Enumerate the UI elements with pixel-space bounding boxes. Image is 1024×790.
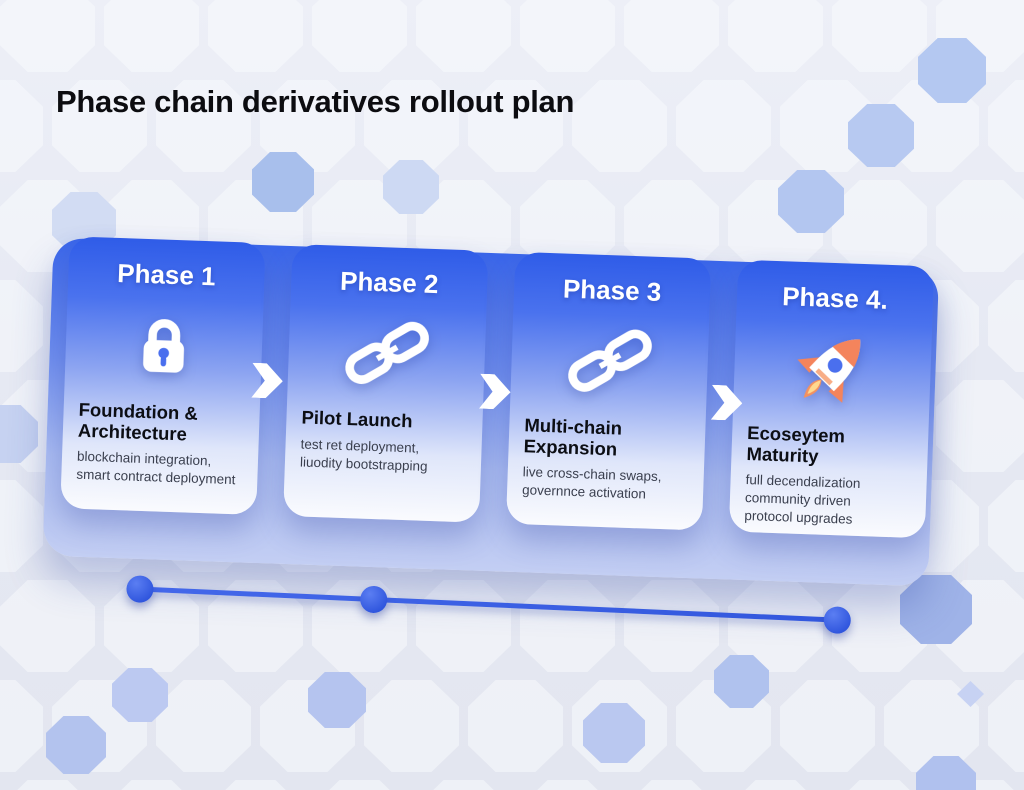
background-octagon — [848, 104, 914, 167]
background-tile — [156, 80, 251, 172]
background-tile — [936, 380, 1024, 472]
page-title: Phase chain derivatives rollout plan — [56, 83, 575, 119]
phase-card-3: Phase 3 Multi-chain Expansion live cross… — [505, 251, 712, 531]
background-tile — [936, 180, 1024, 272]
background-tile — [988, 80, 1024, 172]
background-tile — [312, 780, 407, 790]
background-tile — [936, 780, 1024, 790]
background-tile — [988, 680, 1024, 772]
timeline-dot — [823, 606, 852, 635]
phase-cards-row: Phase 1 Foundation & Architecture blockc… — [60, 236, 935, 539]
phase-1-label: Phase 1 — [116, 257, 217, 292]
background-tile — [780, 680, 875, 772]
background-tile — [624, 580, 719, 672]
background-octagon — [583, 703, 645, 763]
timeline-dot — [125, 574, 155, 604]
background-tile — [0, 680, 43, 772]
timeline-line — [139, 586, 837, 623]
background-tile — [0, 80, 43, 172]
background-tile — [364, 680, 459, 772]
background-octagon — [714, 655, 769, 708]
background-tile — [988, 480, 1024, 572]
phase-card-4: Phase 4. — [728, 259, 935, 539]
phase-3-description: live cross-chain swaps, governnce activa… — [521, 464, 662, 502]
phase-1-description: blockchain integration, smart contract d… — [76, 449, 236, 488]
background-tile — [208, 780, 303, 790]
background-tile — [988, 280, 1024, 372]
phase-card-2: Phase 2 Pilot Launch test ret deployment… — [283, 244, 489, 523]
background-tile — [104, 780, 199, 790]
phase-4-label: Phase 4. — [781, 281, 889, 315]
background-tile — [0, 780, 95, 790]
background-octagon — [46, 716, 106, 774]
background-tile — [728, 0, 823, 72]
background-tile — [468, 680, 563, 772]
phase-3-label: Phase 3 — [562, 273, 662, 307]
chain-link-icon — [568, 329, 652, 392]
background-tile — [0, 280, 43, 372]
timeline-dot — [359, 585, 388, 614]
background-tile — [0, 580, 95, 672]
background-tile — [52, 80, 147, 172]
background-tile — [416, 0, 511, 72]
background-tile — [208, 0, 303, 72]
background-tile — [520, 0, 615, 72]
background-tile — [416, 780, 511, 790]
background-tile — [832, 780, 927, 790]
background-tile — [728, 780, 823, 790]
rocket-icon — [797, 339, 861, 403]
phase-4-description: full decendalization community driven pr… — [744, 472, 861, 527]
background-tile — [156, 680, 251, 772]
background-octagon — [252, 152, 314, 212]
background-tile — [416, 580, 511, 672]
background-octagon — [778, 170, 844, 233]
phase-3-subtitle: Multi-chain Expansion — [523, 414, 623, 460]
phase-2-label: Phase 2 — [339, 265, 439, 300]
background-tile — [312, 0, 407, 72]
background-tile — [0, 0, 95, 72]
background-tile — [624, 780, 719, 790]
background-tile — [520, 580, 615, 672]
chain-link-icon — [345, 321, 429, 384]
phase-2-subtitle: Pilot Launch — [301, 406, 413, 432]
roadmap-stage: Phase 1 Foundation & Architecture blockc… — [42, 228, 952, 699]
lock-icon — [143, 319, 185, 373]
background-tile — [0, 480, 43, 572]
timeline — [125, 574, 852, 637]
background-tile — [832, 180, 927, 272]
background-tile — [364, 80, 459, 172]
background-tile — [572, 80, 667, 172]
background-tile — [624, 0, 719, 72]
background-octagon — [900, 575, 972, 644]
background-octagon — [918, 38, 986, 103]
phase-card-1: Phase 1 Foundation & Architecture blockc… — [60, 236, 266, 515]
phase-4-subtitle: Ecoseytem Maturity — [746, 422, 846, 467]
background-tile — [468, 80, 563, 172]
background-tile — [676, 80, 771, 172]
phase-2-description: test ret deployment, liuodity bootstrapp… — [299, 436, 428, 474]
background-tile — [104, 0, 199, 72]
phase-1-subtitle: Foundation & Architecture — [77, 398, 199, 445]
background-octagon — [308, 672, 366, 728]
background-octagon — [383, 160, 439, 214]
background-tile — [832, 0, 927, 72]
background-octagon — [112, 668, 168, 722]
background-tile — [520, 780, 615, 790]
